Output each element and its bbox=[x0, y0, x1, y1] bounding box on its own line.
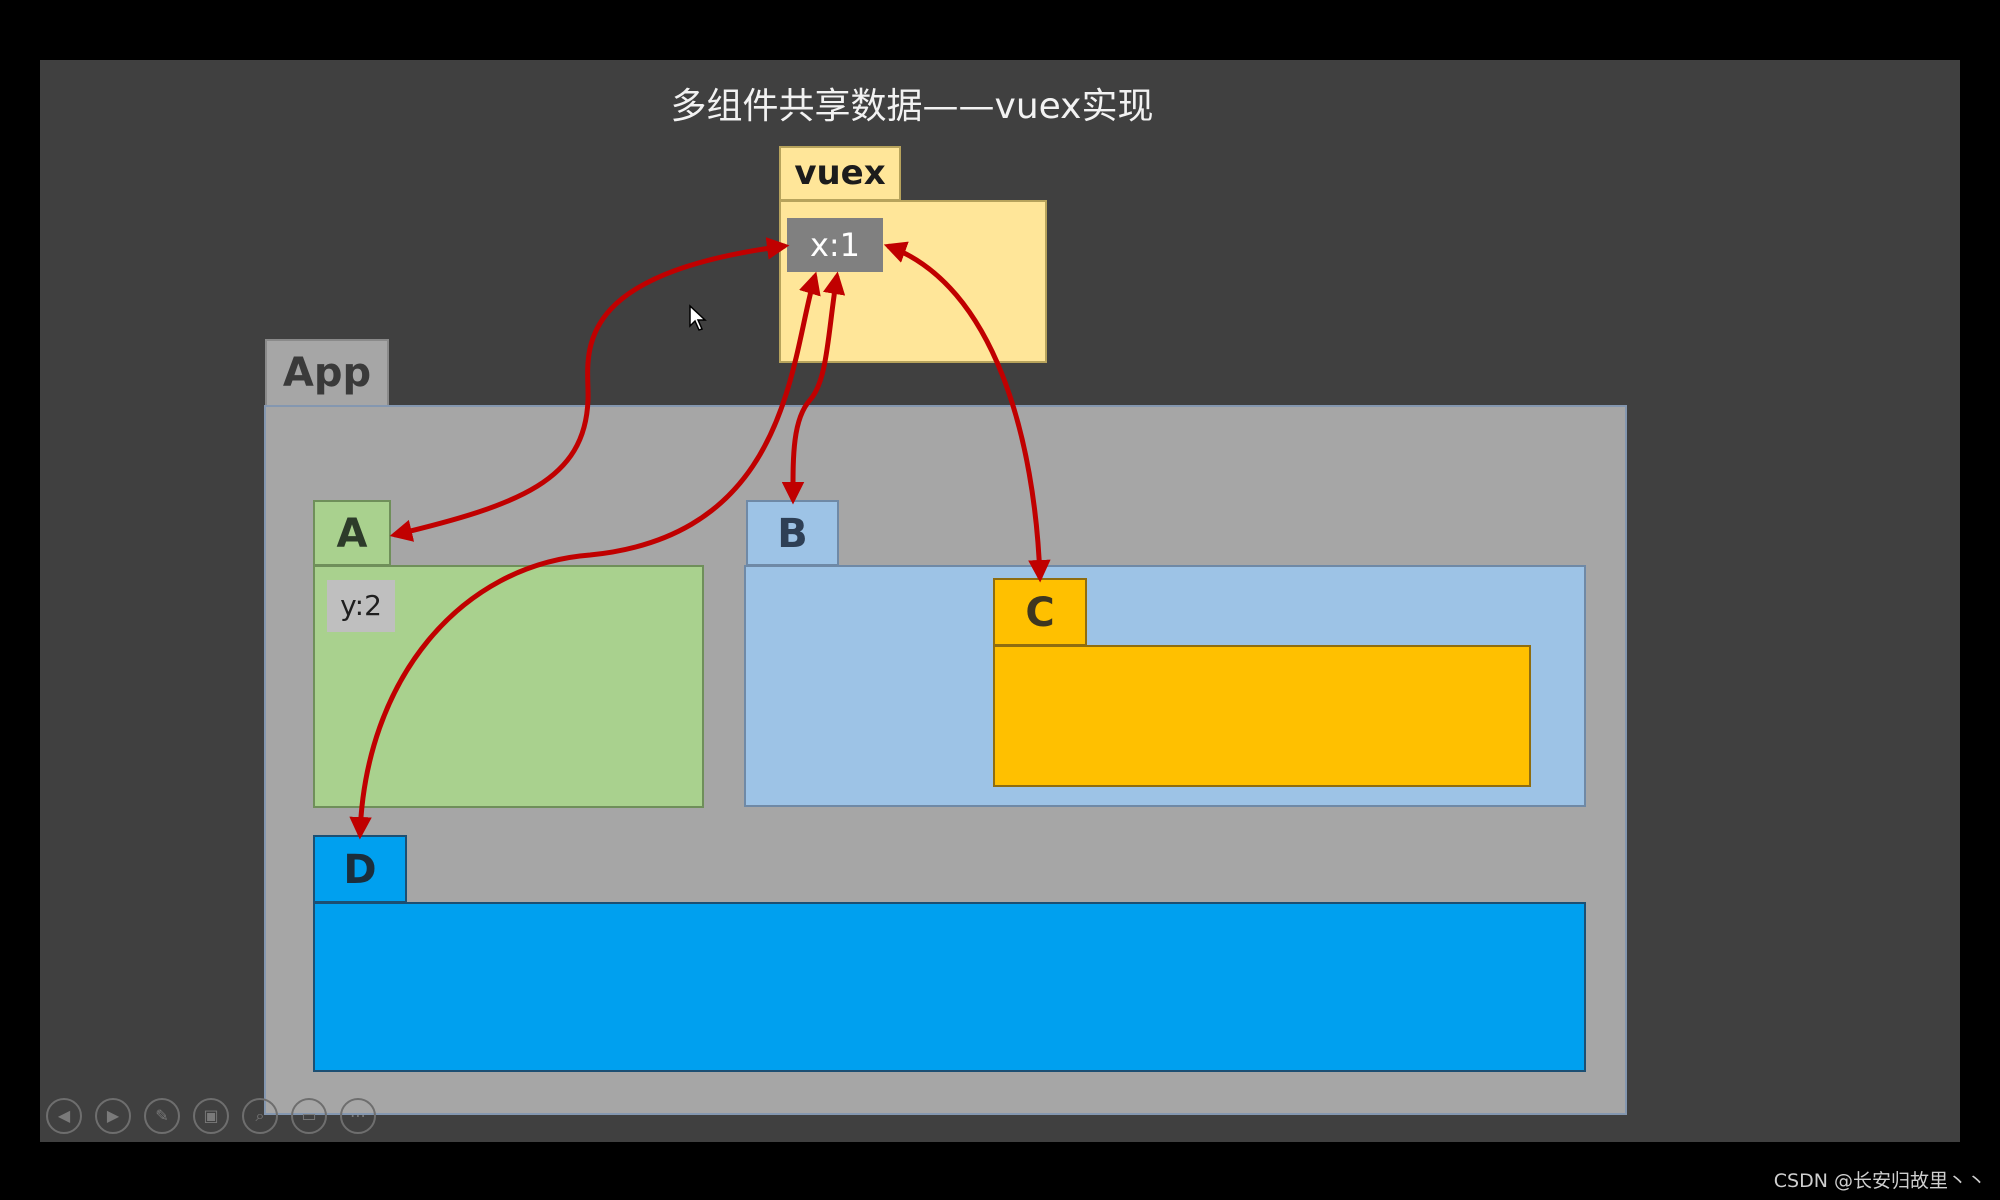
component-a-label: A bbox=[313, 500, 391, 566]
app-label: App bbox=[265, 339, 389, 405]
slides-icon[interactable]: ▣ bbox=[193, 1098, 229, 1134]
vuex-label: vuex bbox=[779, 146, 901, 201]
watermark: CSDN @长安归故里丶丶 bbox=[1773, 1170, 1986, 1192]
next-icon[interactable]: ▶ bbox=[95, 1098, 131, 1134]
component-c-box bbox=[993, 645, 1531, 787]
zoom-icon[interactable]: ⌕ bbox=[242, 1098, 278, 1134]
previous-icon[interactable]: ◀ bbox=[46, 1098, 82, 1134]
component-c-label: C bbox=[993, 578, 1087, 646]
vuex-state-chip: x:1 bbox=[787, 218, 883, 272]
mouse-cursor-icon bbox=[689, 304, 707, 331]
component-d-label: D bbox=[313, 835, 407, 903]
component-b-label: B bbox=[746, 500, 839, 566]
pen-icon[interactable]: ✎ bbox=[144, 1098, 180, 1134]
slide-title: 多组件共享数据——vuex实现 bbox=[670, 86, 1154, 127]
player-controls: ◀ ▶ ✎ ▣ ⌕ ▭ ⋯ bbox=[46, 1098, 376, 1138]
component-a-state-chip: y:2 bbox=[327, 580, 395, 632]
subtitle-icon[interactable]: ▭ bbox=[291, 1098, 327, 1134]
component-d-box bbox=[313, 902, 1586, 1072]
more-icon[interactable]: ⋯ bbox=[340, 1098, 376, 1134]
